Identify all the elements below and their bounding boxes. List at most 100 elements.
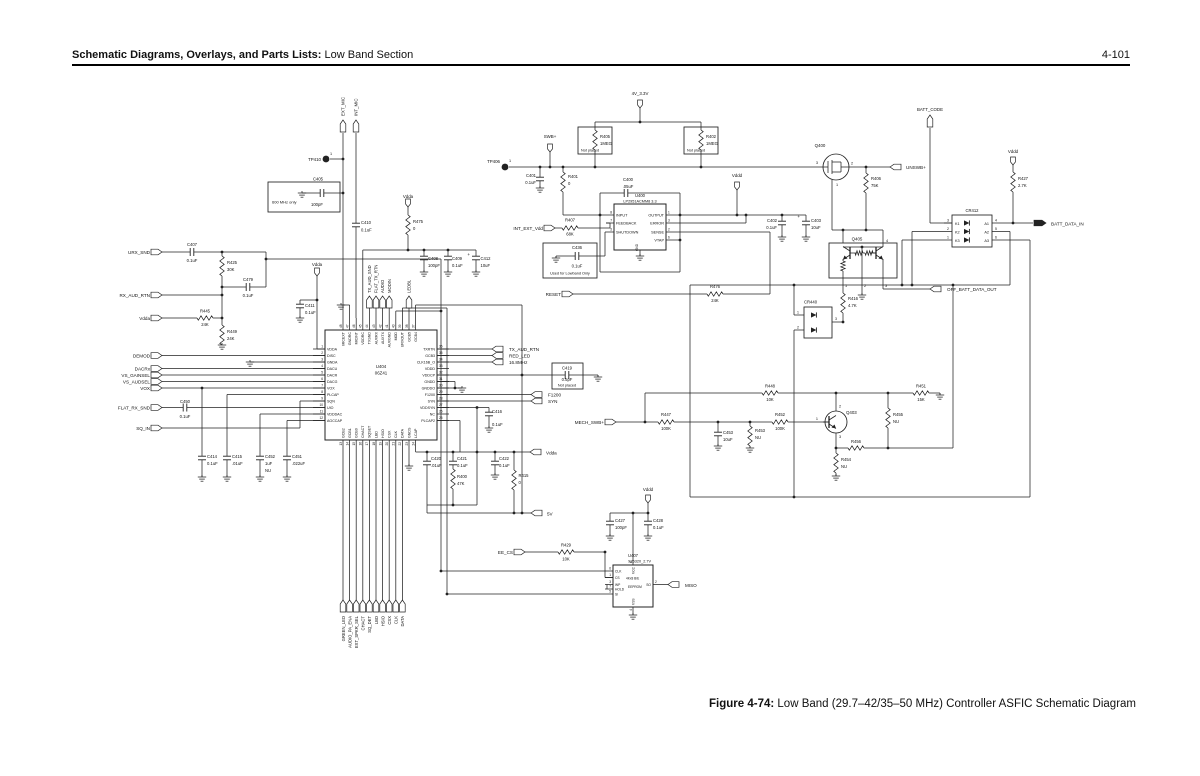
label: C414 bbox=[207, 454, 218, 459]
terminal-arrow bbox=[529, 448, 542, 456]
label: 5V bbox=[547, 512, 554, 517]
label: R449 bbox=[227, 329, 238, 334]
label: + bbox=[467, 252, 470, 257]
junction-dot bbox=[699, 165, 703, 169]
junction-dot bbox=[220, 316, 224, 320]
label: 1MEG bbox=[600, 141, 612, 146]
label: 100pF bbox=[311, 202, 323, 207]
pin-number: 13 bbox=[339, 442, 343, 446]
label: 10K bbox=[766, 397, 774, 402]
pin-number: 5 bbox=[321, 371, 323, 375]
diode-icon bbox=[964, 237, 970, 243]
label: 0 bbox=[413, 226, 416, 231]
component-box bbox=[267, 181, 341, 213]
junction-dot bbox=[864, 228, 868, 232]
label: 2 bbox=[947, 227, 949, 231]
resistor bbox=[747, 425, 753, 447]
pin-number: 8 bbox=[610, 211, 612, 215]
label: 2 bbox=[797, 326, 799, 330]
label: R453 bbox=[755, 428, 766, 433]
pin-label: SQSET bbox=[368, 425, 372, 438]
junction-dot bbox=[538, 165, 542, 169]
label: NU bbox=[265, 468, 271, 473]
pin-label: MICINT bbox=[355, 331, 359, 344]
junction-dot bbox=[792, 495, 796, 499]
label: 0.1uF bbox=[180, 414, 191, 419]
pin-label: VDDA bbox=[327, 347, 338, 351]
label: UNSWB+ bbox=[906, 165, 926, 170]
pin-number: 9 bbox=[321, 397, 323, 401]
junction-dot bbox=[744, 213, 748, 217]
label: C428 bbox=[653, 518, 664, 523]
label: RX_AUD_RTN bbox=[119, 293, 150, 298]
diode-icon bbox=[964, 228, 970, 235]
pin-label: PLCAP bbox=[327, 393, 339, 397]
pin-label: CLK16B_O bbox=[417, 360, 435, 364]
terminal-arrow bbox=[150, 291, 163, 299]
pin-label: VCC bbox=[631, 566, 635, 574]
label: 3 bbox=[839, 435, 841, 439]
label: TX_AUD_SND bbox=[367, 265, 372, 293]
pin-number: 48 bbox=[339, 324, 343, 328]
label: SYN bbox=[548, 399, 557, 404]
pin-label: GNDA bbox=[327, 360, 338, 364]
label: Not placed bbox=[558, 384, 576, 388]
terminal-arrow bbox=[372, 599, 380, 613]
resistor bbox=[833, 452, 839, 474]
pin-number: 10 bbox=[319, 403, 323, 407]
label: C427 bbox=[615, 518, 626, 523]
terminal-arrow bbox=[491, 358, 504, 366]
terminal-arrow bbox=[929, 285, 942, 293]
pin-number: 23 bbox=[405, 442, 409, 446]
label: R427 bbox=[1018, 176, 1029, 181]
pin-number: 37 bbox=[411, 324, 415, 328]
label: 47K bbox=[457, 481, 465, 486]
label: R415 bbox=[519, 473, 530, 478]
pin-label: DATA bbox=[401, 428, 405, 438]
label: 0.1uF bbox=[452, 263, 463, 268]
pin-label: AUXTX bbox=[381, 331, 385, 344]
pin-number: 28 bbox=[439, 397, 443, 401]
pin-label: SENSE bbox=[651, 230, 664, 234]
pin-number: 2 bbox=[655, 580, 657, 584]
resistor bbox=[405, 214, 411, 236]
label: Vdda bbox=[403, 194, 414, 199]
pin-number: 1 bbox=[321, 345, 323, 349]
label: AUDIO_PA_ENA bbox=[347, 616, 352, 648]
label: MISO bbox=[685, 583, 697, 588]
label: R476 bbox=[710, 284, 721, 289]
terminal-arrow bbox=[150, 384, 163, 392]
label: .01uF bbox=[232, 461, 243, 466]
label: 100K bbox=[661, 426, 671, 431]
junction-dot bbox=[445, 592, 449, 596]
label: R451 bbox=[916, 384, 927, 389]
junction-dot bbox=[631, 511, 635, 515]
label: 0.1uF bbox=[572, 264, 583, 269]
junction-dot bbox=[646, 511, 650, 515]
label: F1200 bbox=[548, 393, 561, 398]
resistor bbox=[511, 469, 517, 491]
pin-number: 6 bbox=[321, 377, 323, 381]
component-box bbox=[951, 214, 993, 248]
pin-number: 20 bbox=[385, 442, 389, 446]
pin-label: VDDSYN bbox=[420, 406, 435, 410]
label: 5 bbox=[995, 227, 997, 231]
resistor bbox=[560, 171, 566, 193]
junction-dot bbox=[716, 420, 720, 424]
pin-number: 18 bbox=[372, 442, 376, 446]
label: R456 bbox=[851, 439, 862, 444]
label: NU bbox=[893, 419, 899, 424]
pin-label: GNDD bbox=[424, 380, 435, 384]
terminal-arrow bbox=[339, 599, 347, 613]
label: 10uF bbox=[723, 437, 733, 442]
resistor bbox=[854, 249, 864, 257]
pin-number: 25 bbox=[439, 416, 443, 420]
pin-label: VTAP bbox=[654, 238, 664, 242]
page-header: Schematic Diagrams, Overlays, and Parts … bbox=[72, 49, 413, 61]
resistor bbox=[839, 260, 847, 272]
junction-dot bbox=[200, 386, 204, 390]
label: C400 bbox=[623, 177, 634, 182]
label: C422 bbox=[499, 456, 510, 461]
label: Q403 bbox=[846, 410, 857, 415]
label: 68K bbox=[566, 232, 574, 237]
